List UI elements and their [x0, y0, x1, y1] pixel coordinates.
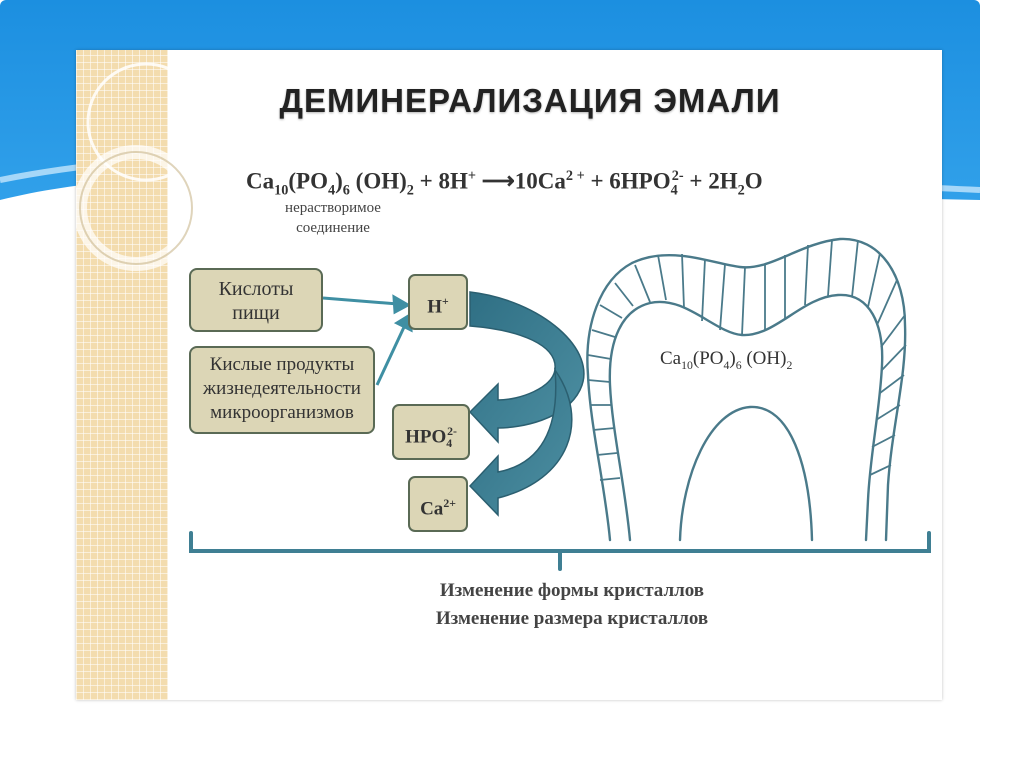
- decorative-rings: [76, 62, 206, 271]
- bottom-bracket: [189, 531, 931, 571]
- enamel-prisms: [587, 239, 907, 481]
- food-acids-box: Кислоты пищи: [189, 268, 323, 332]
- arrow-microbe-to-h: [375, 324, 407, 386]
- hydrogen-phosphate-ion-box: HPO42-: [392, 404, 470, 460]
- caption-crystal-size: Изменение размера кристаллов: [435, 608, 709, 629]
- microbe-products-box: Кислые продукты жизнедеятельности микроо…: [189, 346, 375, 434]
- curved-arrow-to-ca: [468, 367, 573, 517]
- tooth-diagram: [586, 237, 907, 542]
- page-title: ДЕМИНЕРАЛИЗАЦИЯ ЭМАЛИ: [279, 82, 781, 119]
- reaction-equation: Ca10(PO4)6 (OH)2 + 8H+ ⟶10Ca2 + + 6HPO42…: [246, 168, 763, 199]
- arrow-food-to-h: [322, 296, 399, 306]
- arrowhead-food-to-h: [392, 294, 412, 315]
- hydrogen-ion-box: H+: [408, 274, 468, 330]
- equation-note: нерастворимое соединение: [285, 200, 381, 236]
- tooth-outer-outline: [586, 237, 907, 542]
- tooth-root-notch: [678, 405, 814, 542]
- calcium-ion-box: Ca2+: [408, 476, 468, 532]
- flow-arrows: [322, 291, 585, 517]
- tooth-inner-outline: [608, 293, 884, 542]
- tooth-formula: Ca10(PO4)6 (OH)2: [660, 348, 793, 372]
- caption-crystal-shape: Изменение формы кристаллов: [439, 580, 705, 601]
